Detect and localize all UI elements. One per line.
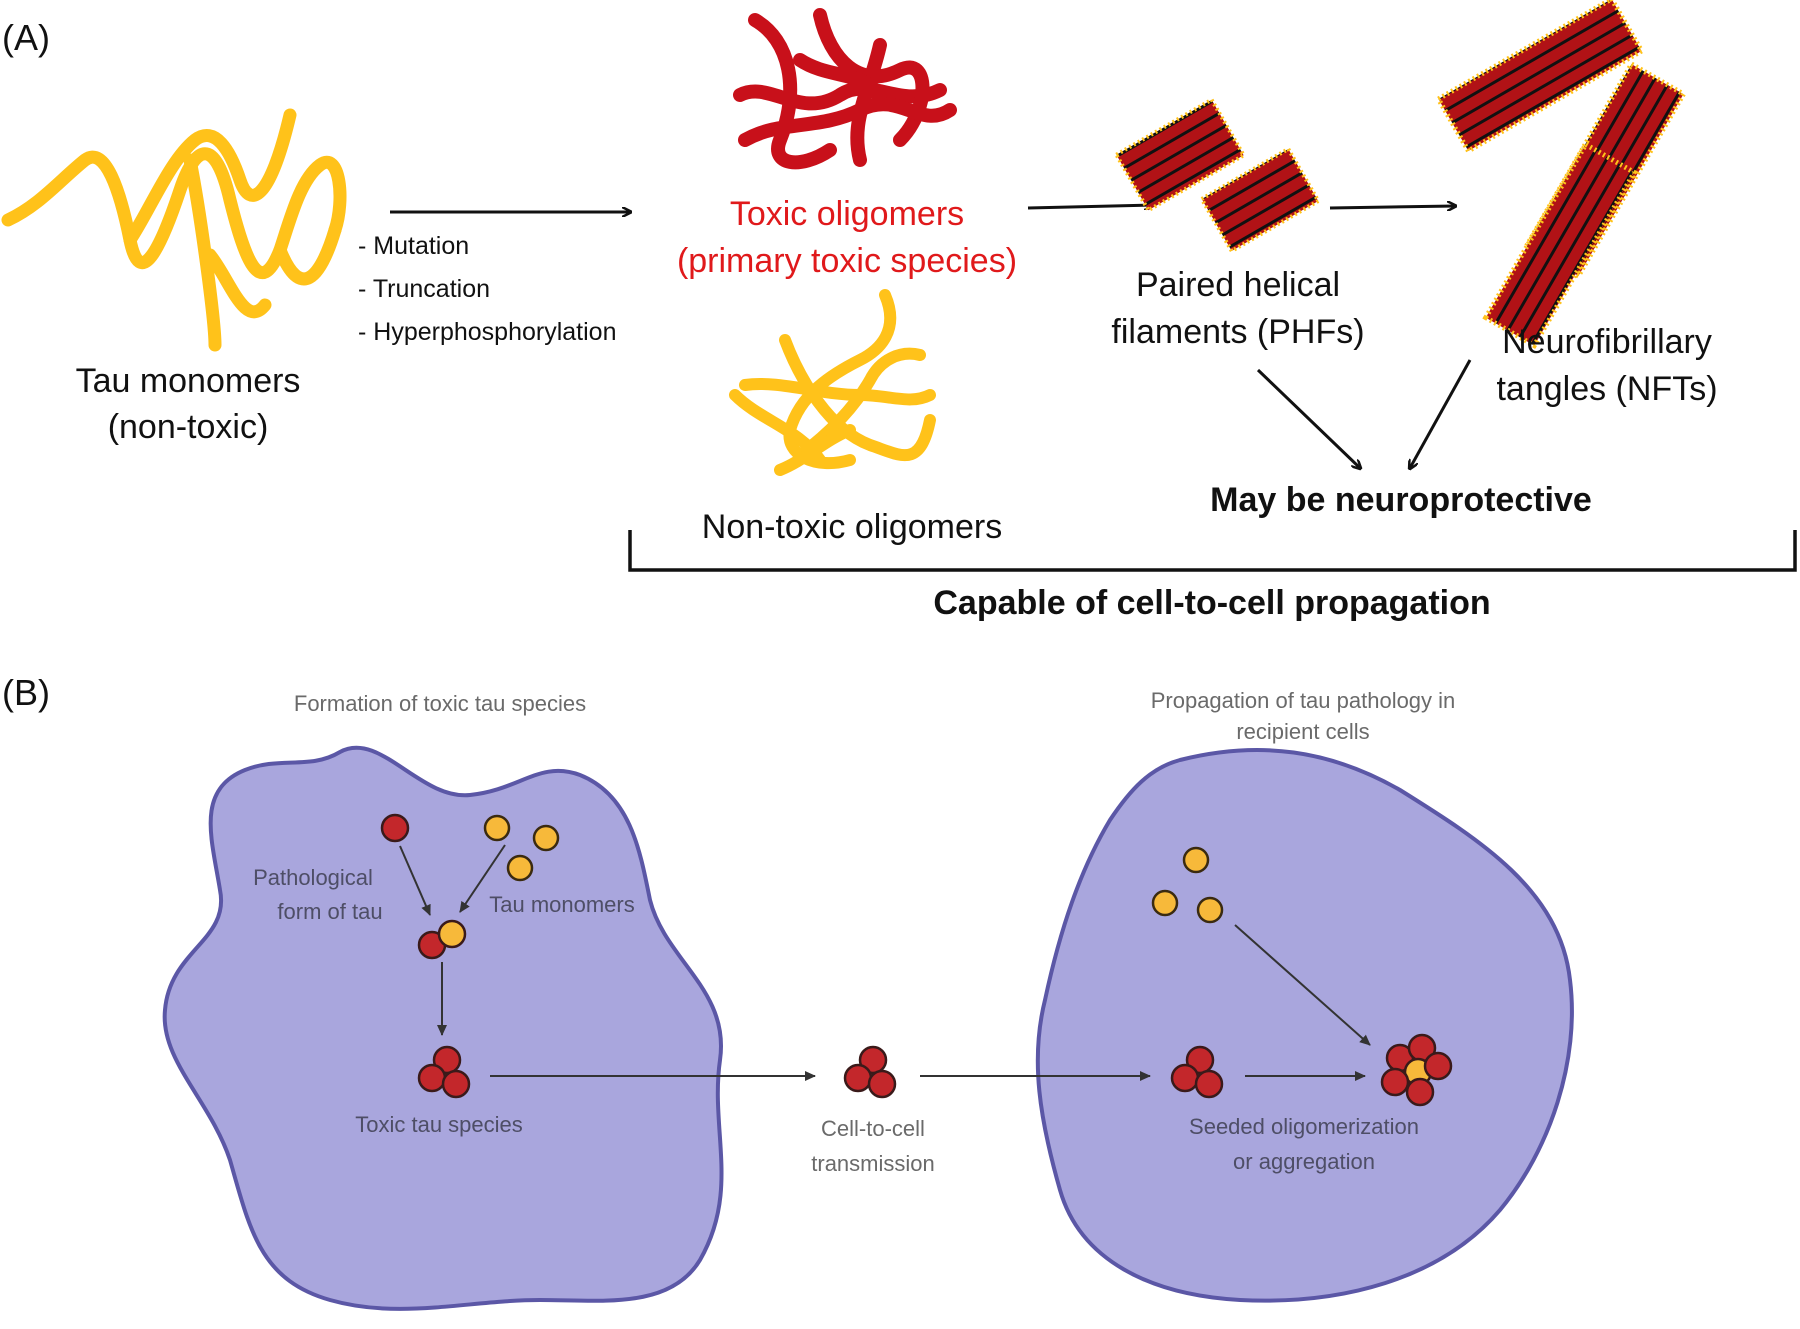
tau-monomers-label-1: Tau monomers [76,362,301,400]
pathological-tau-particle [380,813,410,843]
tau-monomer-icon [1,108,347,352]
seed-dimer-particle [417,919,467,960]
arrow-phfs-neuroprotective [1256,368,1360,468]
arrow-nfts-neuroprotective [1410,359,1472,468]
tau-monomers-label-2: (non-toxic) [108,408,269,446]
propagation-label: Capable of cell-to-cell propagation [933,584,1490,622]
phfs-label-1: Paired helical [1136,266,1340,304]
toxic-oligomers-label-2: (primary toxic species) [677,242,1017,280]
neuroprotective-label: May be neuroprotective [1210,481,1592,519]
arrow-monomers-to-aggregate [1234,924,1371,1046]
phf-filament-icon [1113,97,1322,254]
transmission-label-1: Cell-to-cell [821,1116,925,1141]
seeded-label-2: or aggregation [1233,1149,1375,1174]
arrow-to-phfs [1027,205,1152,208]
arrow-pathological-to-dimer [399,845,431,916]
panel-a-label: (A) [2,17,50,58]
arrow-to-nfts [1329,206,1455,208]
tau-monomers-cell-label: Tau monomers [489,892,635,917]
transmitted-tau-particle [843,1045,897,1099]
panel-b-label: (B) [2,672,50,713]
recipient-tau-monomers [1151,846,1224,924]
toxic-oligomer-icon [733,8,957,170]
modification-hyperphosphorylation: - Hyperphosphorylation [358,318,616,346]
phfs-label-2: filaments (PHFs) [1111,313,1364,351]
toxic-tau-species-particle [417,1045,471,1099]
right-cell-title-2: recipient cells [1236,719,1369,744]
recipient-cell [1035,748,1574,1303]
left-cell-title: Formation of toxic tau species [294,691,586,716]
transmission-label-2: transmission [811,1151,934,1176]
modification-truncation: - Truncation [358,275,490,303]
pathological-form-label-2: form of tau [277,899,382,924]
modification-mutation: - Mutation [358,232,469,260]
donor-cell [162,745,724,1311]
toxic-tau-species-label: Toxic tau species [355,1112,523,1137]
non-toxic-oligomers-label: Non-toxic oligomers [702,508,1002,546]
pathological-form-label-1: Pathological [253,865,373,890]
right-cell-title-1: Propagation of tau pathology in [1151,688,1456,713]
seeded-aggregate-particle [1380,1033,1453,1107]
tau-monomer-particles [483,814,560,882]
arrow-monomer-to-dimer [459,844,506,913]
propagation-bracket [628,530,1797,572]
non-toxic-oligomer-icon [729,289,936,476]
nft-tangle-icon [1434,0,1687,350]
nfts-label-2: tangles (NFTs) [1496,370,1717,408]
toxic-oligomers-label-1: Toxic oligomers [730,195,964,233]
recipient-seed-particle [1170,1045,1224,1099]
nfts-label-1: Neurofibrillary [1502,323,1712,361]
seeded-label-1: Seeded oligomerization [1189,1114,1419,1139]
